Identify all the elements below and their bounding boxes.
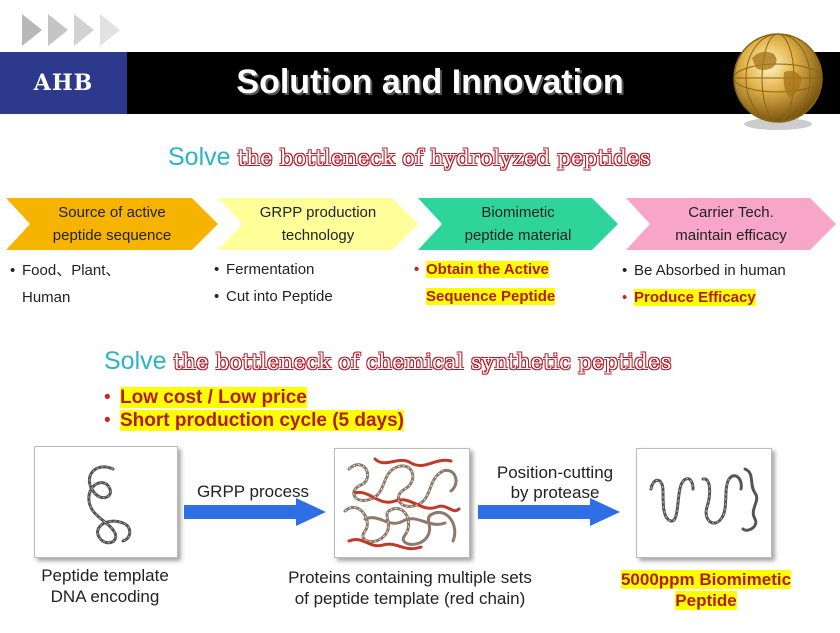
right-arrow-icon bbox=[184, 498, 326, 526]
step-carrier: Carrier Tech.maintain efficacy bbox=[626, 198, 836, 250]
list-item: •Cut into Peptide bbox=[214, 283, 333, 310]
list-item: •Be Absorbed in human bbox=[622, 257, 786, 284]
headline-text: the bottleneck of hydrolyzed peptides bbox=[238, 146, 651, 170]
list-item: •Short production cycle (5 days) bbox=[104, 409, 404, 432]
globe-icon bbox=[722, 28, 832, 132]
logo: AHB bbox=[0, 52, 127, 114]
section2-headline: Solve the bottleneck of chemical synthet… bbox=[104, 347, 672, 376]
logo-text: AHB bbox=[34, 70, 93, 96]
right-arrow-icon bbox=[478, 498, 620, 526]
step-biomimetic-bullets: •Obtain the Active Sequence Peptide bbox=[414, 256, 555, 310]
step-grpp-bullets: •Fermentation •Cut into Peptide bbox=[214, 256, 333, 310]
list-item: •Fermentation bbox=[214, 256, 333, 283]
protein-chain-image bbox=[334, 448, 470, 558]
step-carrier-bullets: •Be Absorbed in human •Produce Efficacy bbox=[622, 257, 786, 311]
section1-headline: Solve the bottleneck of hydrolyzed pepti… bbox=[168, 143, 651, 172]
solve-word: Solve bbox=[168, 143, 231, 171]
list-item: Human bbox=[10, 284, 120, 311]
headline-text: the bottleneck of chemical synthetic pep… bbox=[174, 350, 672, 374]
list-item: •Produce Efficacy bbox=[622, 284, 786, 311]
solve-word: Solve bbox=[104, 347, 167, 375]
list-item: Sequence Peptide bbox=[414, 283, 555, 310]
biomimetic-peptide-image bbox=[636, 448, 772, 558]
list-item: •Low cost / Low price bbox=[104, 386, 404, 409]
list-item: •Food、Plant、 bbox=[10, 257, 120, 284]
step-label: Carrier Tech.maintain efficacy bbox=[626, 198, 836, 250]
page-title: Solution and Innovation bbox=[130, 56, 730, 108]
dna-template-image bbox=[34, 446, 178, 558]
triangle-arrow-icon bbox=[20, 12, 130, 48]
step-source-bullets: •Food、Plant、 Human bbox=[10, 257, 120, 311]
section2-points: •Low cost / Low price •Short production … bbox=[104, 386, 404, 432]
list-item: •Obtain the Active bbox=[414, 256, 555, 283]
